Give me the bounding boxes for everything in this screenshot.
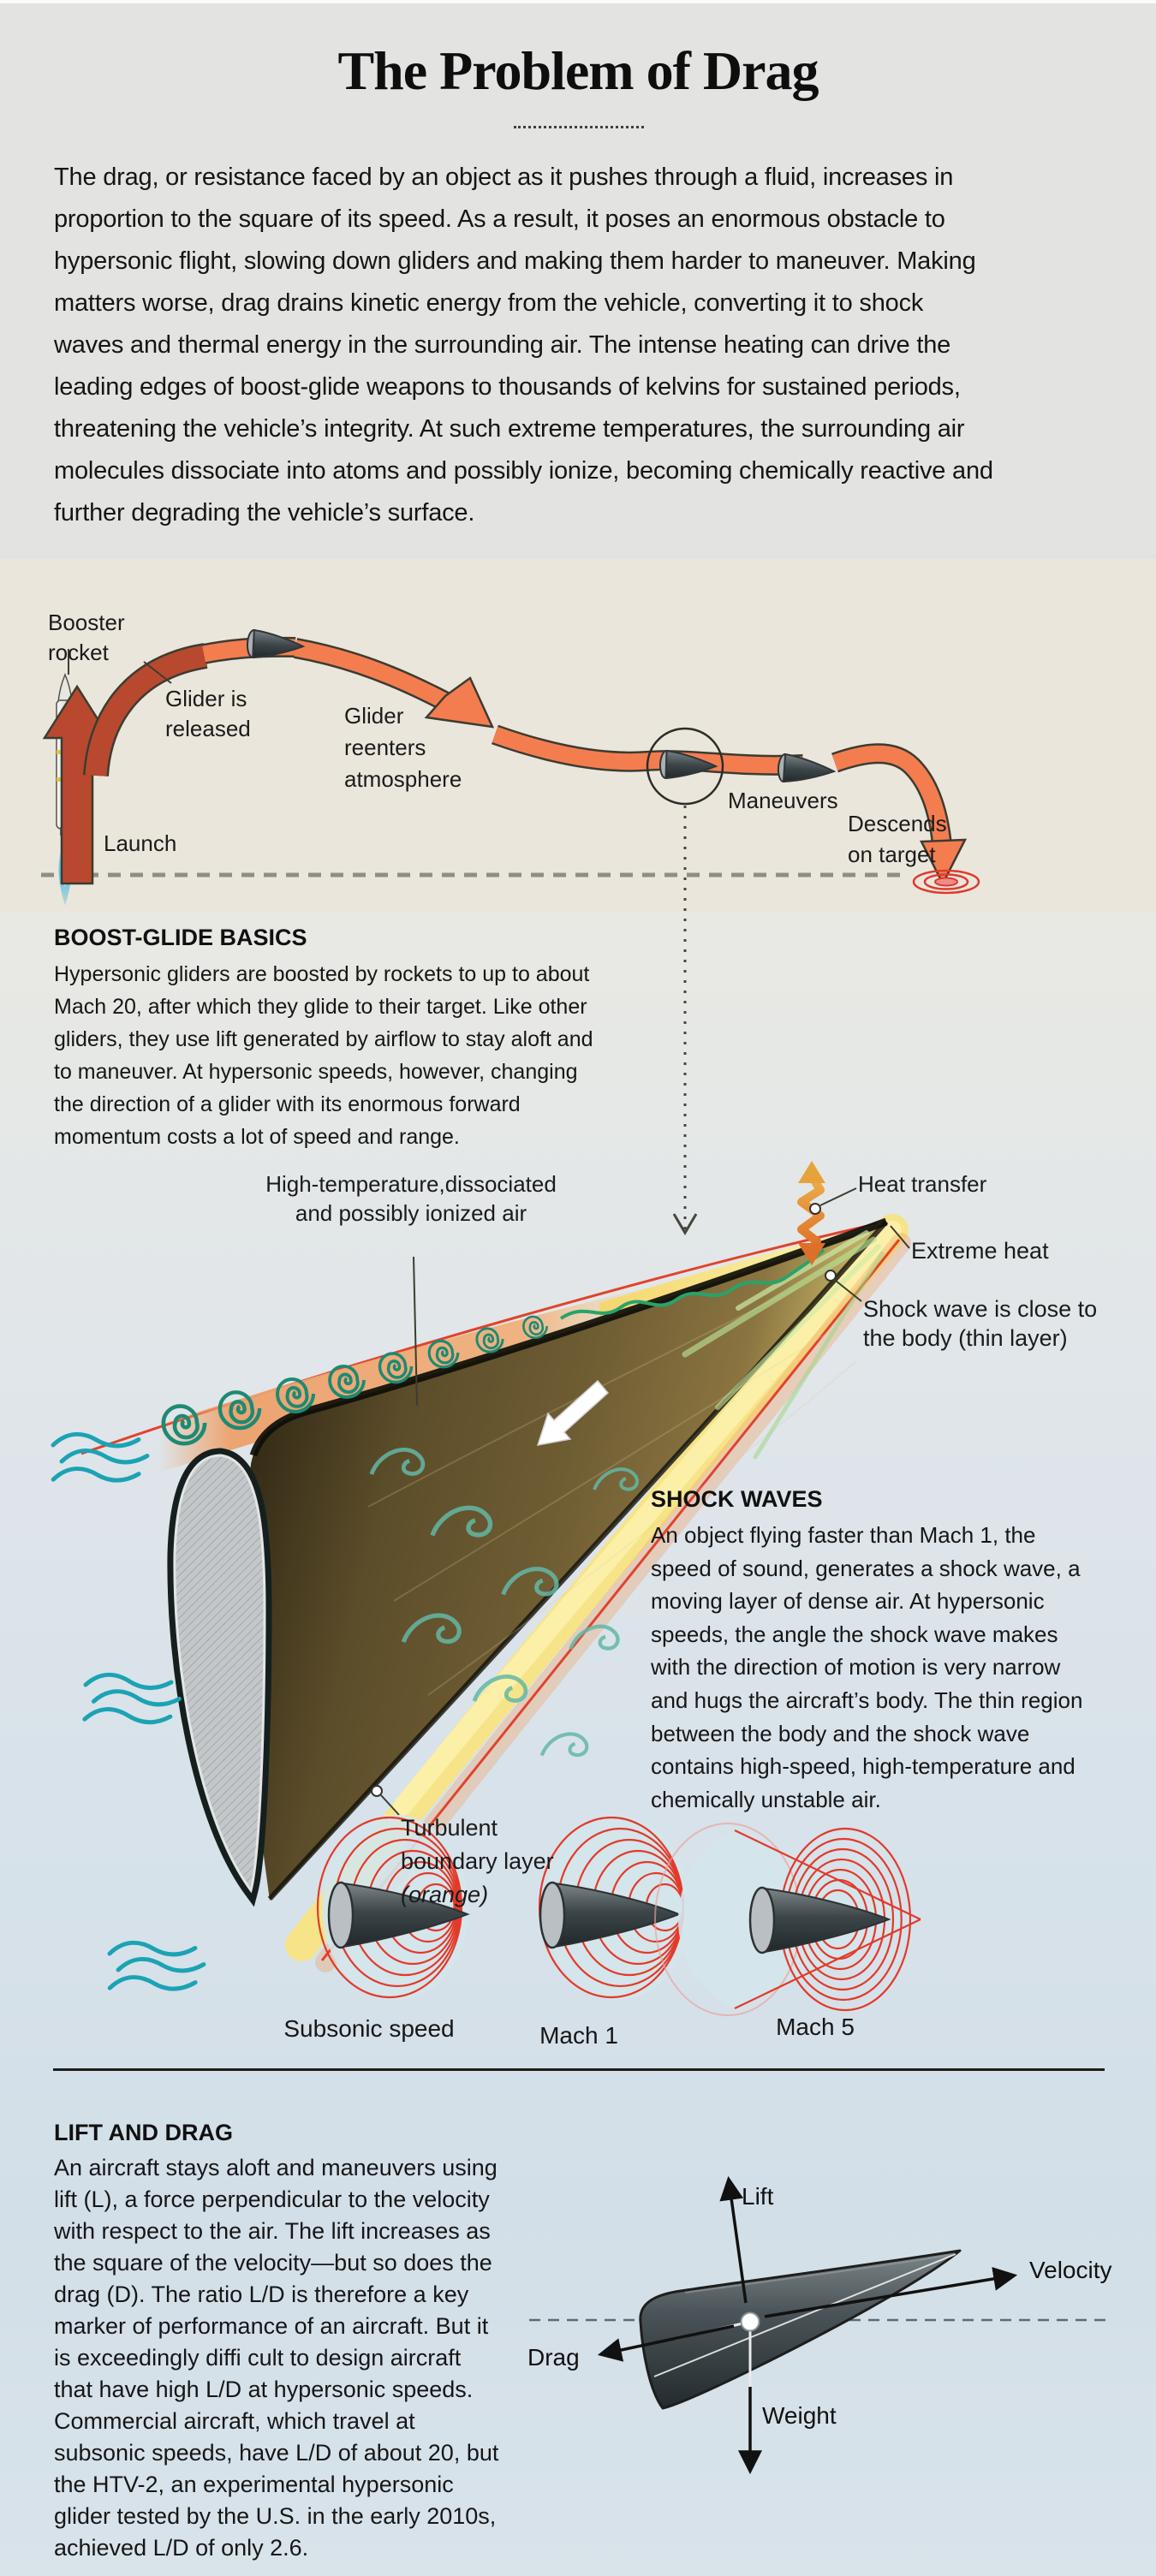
turbulent-label-note: (orange) [401,1882,489,1907]
velocity-arrow [764,2267,1018,2318]
label-shock-wave-close: Shock wave is close to the body (thin la… [863,1296,1098,1351]
boost-glide-body: Hypersonic gliders are boosted by rocket… [54,962,593,1149]
label-mach-1: Mach 1 [539,2022,618,2049]
label-subsonic-speed: Subsonic speed [283,2015,455,2042]
glider-profile [639,2249,962,2410]
mach5-diagram [654,1823,921,2016]
label-turbulent-boundary-layer: Turbulent boundary layer (orange) [401,1812,554,1912]
lift-drag-body: An aircraft stays aloft and maneuvers us… [54,2155,499,2561]
callout-leaders [380,1187,910,1816]
label-maneuvers: Maneuvers [728,788,838,813]
airflow-waves-icon [105,1936,206,1996]
glide-ribbon [201,636,968,886]
released-leader-line [143,661,172,684]
label-descends-on-target: Descends on target [848,811,947,867]
trajectory-section [0,559,1156,912]
chord-line [653,2253,956,2377]
label-velocity: Velocity [1029,2257,1112,2283]
lift-drag-heading: LIFT AND DRAG [54,2120,233,2145]
shock-waves-body: An object flying faster than Mach 1, the… [651,1522,1083,1812]
center-of-mass-dot [740,2311,760,2332]
mach-comparison [316,1815,921,2016]
label-high-temperature-air: High-temperature,dissociated and possibl… [265,1171,557,1226]
label-lift: Lift [742,2183,774,2210]
lift-drag-diagram [529,2175,1106,2475]
label-launch: Launch [104,830,177,856]
callout-dot [371,1785,383,1797]
glider-highlight-circle [646,727,724,806]
subsonic-diagram [316,1815,469,2000]
callout-dot [825,1270,837,1282]
drag-arrow [597,2324,735,2362]
shock-waves-heading: SHOCK WAVES [651,1486,823,1512]
body-top-ridge [249,1217,888,1457]
zoom-connector-arrow-icon [672,1213,698,1235]
glider-icon [776,753,836,787]
force-arrows [597,2175,1018,2475]
label-weight: Weight [762,2402,837,2429]
glide-arrowhead [424,676,495,729]
label-glider-reenters: Glider reenters atmosphere [344,703,462,792]
boost-glide-heading: BOOST-GLIDE BASICS [54,925,307,950]
title-dotted-rule [514,126,644,128]
cross-section [167,1448,272,1907]
heat-transfer-arrow-icon [797,1161,825,1265]
label-extreme-heat: Extreme heat [911,1238,1049,1264]
top-strip [0,0,1156,3]
label-glider-released: Glider is released [165,686,251,741]
mach1-diagram [538,1815,692,2000]
label-drag: Drag [527,2344,580,2371]
boost-ribbon [85,645,208,777]
label-mach-5: Mach 5 [776,2014,855,2040]
page-title: The Problem of Drag [337,40,819,101]
section-divider-rule [53,2068,1105,2071]
descend-arrowhead [919,838,968,886]
turbulent-label-text: Turbulent boundary layer [401,1815,554,1874]
ionized-flow-line [559,1248,825,1320]
glider-body [246,1222,887,1901]
lift-arrow [719,2175,748,2304]
intro-paragraph: The drag, or resistance faced by an obje… [54,164,993,527]
label-booster-rocket: Booster rocket [48,610,125,665]
target-icon [912,869,980,895]
header-section [0,0,1156,559]
callout-dot [809,1203,821,1215]
flow-direction-arrow-icon [536,1379,610,1446]
label-heat-transfer: Heat transfer [858,1171,987,1197]
airflow-waves-icon [81,1670,181,1727]
boost-glide-trajectory [41,628,980,1235]
flow-streaks [682,1230,885,1460]
